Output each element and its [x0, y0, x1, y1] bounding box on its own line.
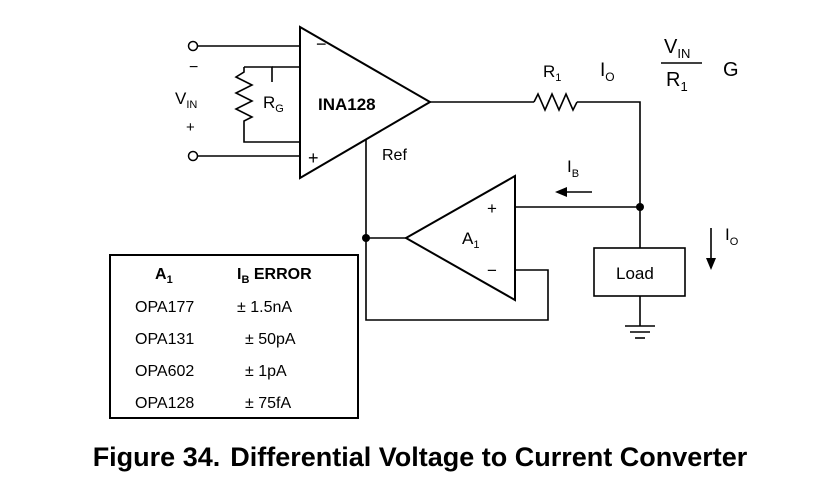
a1-label: A1	[462, 229, 479, 251]
part-cell: OPA131	[135, 331, 195, 348]
formula-gain: G	[723, 59, 739, 81]
ib-label: IB	[567, 157, 579, 180]
a1-plus-pin: +	[487, 199, 497, 218]
part-cell: OPA177	[135, 299, 195, 316]
rg-label: RG	[263, 93, 284, 115]
ref-label: Ref	[382, 147, 407, 164]
load-junction-dot	[636, 203, 644, 211]
vin-label: VIN	[175, 89, 197, 111]
figure-title: Differential Voltage to Current Converte…	[230, 442, 748, 472]
table-row: OPA602 ± 1pA	[111, 363, 357, 393]
circuit-schematic: − + INA128 − VIN + RG R1 IO VIN R1 G	[175, 25, 739, 339]
load-label: Load	[616, 264, 654, 283]
r1-label: R1	[543, 62, 561, 84]
current-formula: VIN R1 G	[661, 36, 739, 94]
header-ib-error: IB ERROR	[237, 266, 312, 287]
table-row: OPA131 ± 50pA	[111, 331, 357, 361]
ina128-plus-pin: +	[308, 148, 319, 168]
input-plus-terminal	[187, 150, 199, 162]
ina128-label: INA128	[318, 95, 376, 114]
header-a1: A1	[155, 266, 173, 287]
table-row: OPA177 ± 1.5nA	[111, 299, 357, 329]
part-cell: OPA128	[135, 395, 195, 412]
load-box	[593, 247, 686, 297]
table-header-row: A1 IB ERROR	[111, 266, 357, 296]
io-top-label: IO	[600, 60, 615, 84]
ref-junction-dot	[362, 234, 370, 242]
input-plus-sign: +	[186, 119, 195, 136]
formula-numerator: VIN	[664, 36, 690, 61]
error-cell: ± 50pA	[245, 331, 296, 348]
error-cell: ± 75fA	[245, 395, 292, 412]
part-cell: OPA602	[135, 363, 195, 380]
input-terminals: − VIN +	[175, 40, 300, 162]
figure-caption: Figure 34. Differential Voltage to Curren…	[0, 442, 840, 473]
figure-number: Figure 34.	[92, 442, 221, 472]
input-minus-sign: −	[189, 59, 198, 76]
input-minus-terminal	[187, 40, 199, 52]
a1-buffer-amplifier: + − A1	[403, 174, 644, 302]
ib-current-arrow: IB	[555, 157, 592, 197]
a1-minus-pin: −	[487, 261, 497, 280]
ina128-minus-pin: −	[316, 34, 327, 54]
output-path: R1 IO	[430, 60, 641, 248]
table-row: OPA128 ± 75fA	[111, 395, 357, 425]
load-block: Load	[593, 247, 686, 339]
error-cell: ± 1pA	[245, 363, 287, 380]
ref-connection: Ref	[362, 140, 549, 321]
ground-icon	[625, 325, 655, 339]
ina128-amplifier: − + INA128	[299, 25, 432, 180]
rg-resistor: RG	[234, 66, 300, 143]
ib-error-table: A1 IB ERROR OPA177 ± 1.5nA OPA131 ± 50pA…	[109, 254, 359, 419]
formula-denominator: R1	[666, 69, 688, 94]
io-side-label: IO	[725, 225, 739, 248]
error-cell: ± 1.5nA	[237, 299, 293, 316]
io-side-arrow: IO	[706, 225, 739, 270]
r1-resistor	[533, 92, 578, 112]
